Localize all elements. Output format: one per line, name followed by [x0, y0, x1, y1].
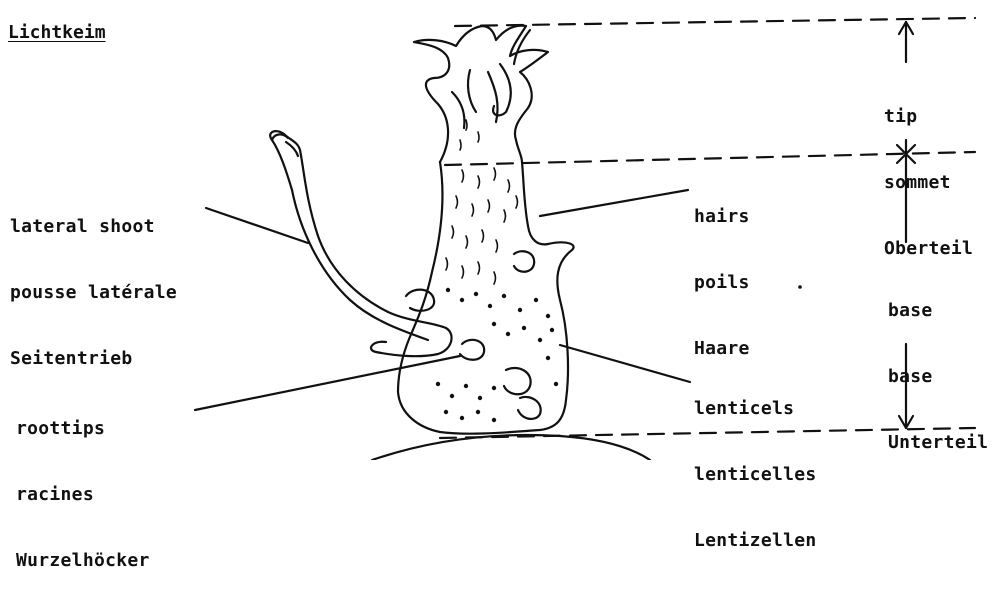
- lenticels-pointer: [560, 345, 690, 382]
- tip-top-dashed-line: [455, 18, 975, 26]
- hairs-fr: poils: [694, 272, 750, 294]
- lateral-shoot-outline: [270, 131, 451, 356]
- tip-fr: sommet: [884, 172, 973, 194]
- tip-inner-leaf-3: [468, 70, 476, 112]
- roottips-label: roottips racines Wurzelhöcker: [16, 374, 150, 616]
- roottips-de: Wurzelhöcker: [16, 550, 150, 572]
- sprout-body-outline: [398, 162, 574, 434]
- roottips-en: roottips: [16, 418, 150, 440]
- ground-curve: [372, 435, 650, 460]
- root-bump-5: [518, 397, 541, 419]
- root-bump-4: [504, 368, 531, 394]
- root-bump-3: [514, 251, 534, 272]
- base-de: Unterteil: [888, 432, 988, 454]
- lateral-shoot-pointer: [206, 208, 308, 243]
- roottips-fr: racines: [16, 484, 150, 506]
- root-bump-2: [460, 340, 484, 360]
- lenticels-en: lenticels: [694, 398, 817, 420]
- base-fr: base: [888, 366, 988, 388]
- hairs-texture: [446, 120, 518, 284]
- sprout-diagram: Lichtkeim lateral shoot pousse latérale …: [0, 0, 1003, 460]
- diagram-title: Lichtkeim: [8, 22, 106, 43]
- hairs-pointer: [540, 190, 688, 216]
- lateral-shoot-de: Seitentrieb: [10, 348, 177, 370]
- roottips-pointer: [195, 356, 460, 410]
- tip-inner-leaf-4: [452, 92, 464, 128]
- lenticels-fr: lenticelles: [694, 464, 817, 486]
- tip-apex-outline: [414, 26, 548, 162]
- tip-inner-leaf-5: [514, 30, 530, 64]
- lateral-shoot-en: lateral shoot: [10, 216, 177, 238]
- hairs-en: hairs: [694, 206, 750, 228]
- lenticels-label: lenticels lenticelles Lentizellen: [694, 354, 817, 596]
- base-en: base: [888, 300, 988, 322]
- lateral-shoot-fr: pousse latérale: [10, 282, 177, 304]
- root-bump-1: [406, 290, 434, 311]
- tip-en: tip: [884, 106, 973, 128]
- lenticels-de: Lentizellen: [694, 530, 817, 552]
- base-label: base base Unterteil: [888, 256, 988, 498]
